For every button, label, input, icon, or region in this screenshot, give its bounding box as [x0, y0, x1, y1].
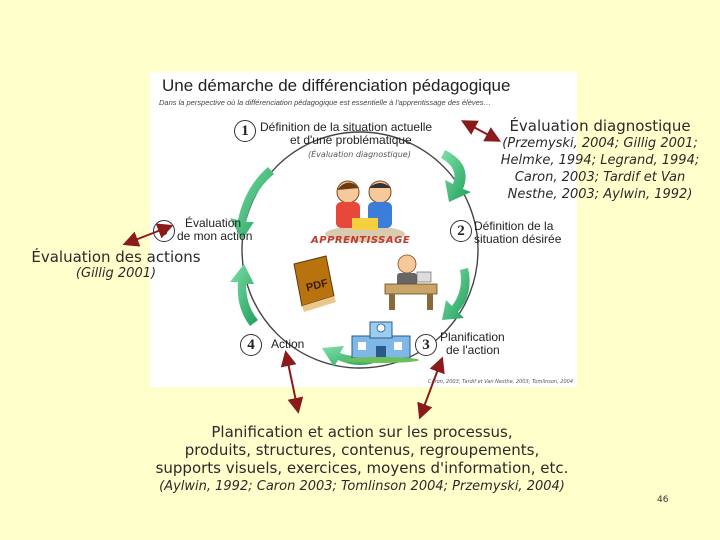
annotation-evaluation: Évaluation des actions (Gillig 2001)	[16, 248, 216, 281]
step-1-label-line2: et d'une problématique	[290, 133, 412, 147]
step-5-label-line2: de mon action	[177, 229, 253, 243]
annotation-planning-line-1: Planification et action sur les processu…	[211, 423, 513, 441]
step-2-label-line1: Définition de la	[474, 219, 554, 233]
step-2-number: 2	[450, 220, 472, 242]
figure-credit: Caron, 2003; Tardif et Van Nesthe, 2003;…	[428, 379, 573, 385]
cycle-arrow-2-to-3	[442, 268, 470, 320]
annotation-planning-line-2: produits, structures, contenus, regroupe…	[184, 441, 540, 459]
step-5-label: Évaluation de mon action	[177, 217, 252, 243]
book-pdf-label: PDF	[305, 277, 330, 294]
figure-subtitle: Dans la perspective où la différenciatio…	[159, 98, 492, 107]
cycle-arrow-1-to-2	[441, 150, 471, 202]
step-3-label: Planification de l'action	[440, 331, 505, 357]
annotation-diagnostic: Évaluation diagnostique (Przemyski, 2004…	[482, 117, 718, 203]
cycle-circle	[241, 131, 479, 369]
annotation-diagnostic-ref-3: Caron, 2003; Tardif et Van	[514, 170, 686, 185]
cycle-diagram-graphic: PDF	[230, 131, 479, 369]
step-1-note: (Évaluation diagnostique)	[308, 150, 411, 159]
step-3-label-line2: de l'action	[446, 343, 500, 357]
annotation-planning-ref: (Aylwin, 1992; Caron 2003; Tomlinson 200…	[159, 479, 565, 494]
step-2-label-line2: situation désirée	[474, 232, 562, 246]
annotation-evaluation-title: Évaluation des actions	[31, 248, 201, 266]
page-number: 46	[657, 495, 669, 505]
arrow-diagnostic	[460, 120, 502, 142]
step-3-number: 3	[415, 334, 437, 356]
annotation-diagnostic-ref-4: Nesthe, 2003; Aylwin, 1992)	[507, 187, 693, 202]
annotation-diagnostic-title: Évaluation diagnostique	[509, 117, 691, 135]
figure-title: Une démarche de différenciation pédagogi…	[162, 76, 511, 95]
step-2-label: Définition de la situation désirée	[474, 220, 561, 246]
arrow-planning	[417, 356, 445, 420]
annotation-diagnostic-ref-1: (Przemyski, 2004; Gillig 2001;	[502, 136, 698, 151]
school-building-illustration	[343, 321, 419, 363]
desk-illustration	[384, 254, 438, 310]
center-label-apprentissage: APPRENTISSAGE	[311, 235, 411, 246]
step-1-label: Définition de la situation actuelle et d…	[260, 121, 432, 147]
step-1-label-line1: Définition de la situation actuelle	[260, 120, 433, 134]
differentiation-diagram: PDF Une démarche de différenciation péda…	[150, 72, 577, 387]
arrow-evaluation	[122, 223, 174, 247]
cycle-arrow-5-to-1	[230, 167, 274, 240]
arrow-action	[280, 350, 304, 414]
step-3-label-line1: Planification	[440, 330, 505, 344]
annotation-diagnostic-ref-2: Helmke, 1994; Legrand, 1994;	[500, 153, 700, 168]
step-5-label-line1: Évaluation	[185, 216, 242, 230]
annotation-evaluation-ref: (Gillig 2001)	[75, 266, 157, 281]
step-1-number: 1	[234, 120, 256, 142]
book-illustration: PDF	[293, 255, 336, 312]
step-4-label: Action	[271, 337, 305, 351]
annotation-planning: Planification et action sur les processu…	[118, 423, 606, 494]
children-illustration	[325, 180, 405, 242]
step-4-number: 4	[240, 334, 262, 356]
annotation-planning-line-3: supports visuels, exercices, moyens d'in…	[155, 459, 569, 477]
cycle-arrow-4-to-5	[230, 264, 258, 326]
